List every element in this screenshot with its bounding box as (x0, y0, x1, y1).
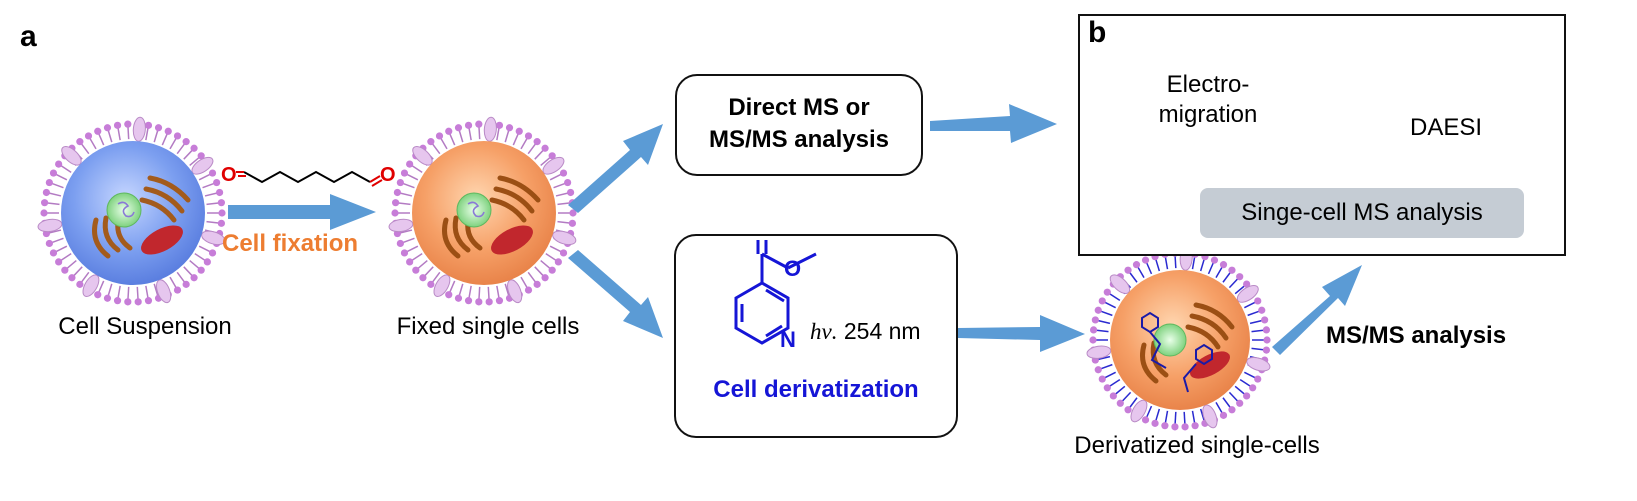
golgi-icon (489, 175, 541, 223)
oxygen-label: O (221, 164, 237, 186)
arrow-msms-up (1272, 265, 1362, 355)
mitochondrion-icon (141, 225, 183, 255)
direct-ms-line2: MS/MS analysis (708, 126, 890, 153)
tag-molecule-icon (1141, 311, 1213, 393)
electromigration-label: Electro- migration (1140, 70, 1276, 130)
oxygen-label: O (380, 164, 396, 186)
nitrogen-label: N (780, 327, 796, 352)
derivatization-box (674, 234, 958, 438)
cell-fixation-label: Cell fixation (222, 230, 359, 257)
glutaraldehyde-structure: O O (221, 164, 396, 187)
arrow-to-direct-ms (568, 124, 663, 213)
golgi-icon (139, 175, 191, 223)
arrow-fixation (228, 194, 376, 230)
acetylpyridine-structure (734, 240, 817, 345)
daesi-label: DAESI (1410, 114, 1483, 141)
panel-a-label: a (20, 20, 37, 53)
membrane-lipids (1086, 245, 1271, 431)
cell-derivatization-label: Cell derivatization (713, 376, 919, 403)
membrane-lipids (388, 116, 577, 306)
arrow-to-derivatized-cell (958, 315, 1085, 352)
msms-analysis-label: MS/MS analysis (1326, 322, 1507, 349)
single-cell-ms-label: Singe-cell MS analysis (1200, 188, 1524, 238)
membrane-lipids (37, 116, 226, 306)
wavelength-value: 254 nm (843, 318, 921, 344)
irradiation-label: hν. 254 nm (810, 318, 921, 345)
arrow-to-derivatization (568, 250, 663, 338)
electromigration-line2: migration (1158, 101, 1258, 128)
panel-b-label: b (1088, 16, 1107, 49)
cell-suspension-illustration (37, 116, 226, 306)
oxygen-label: O (784, 256, 801, 281)
mitochondrion-icon (1190, 351, 1230, 379)
fixed-cells-caption: Fixed single cells (396, 313, 580, 340)
derivatized-cell-illustration (1086, 245, 1271, 431)
fixed-cell-illustration (388, 116, 577, 306)
cell-suspension-caption: Cell Suspension (58, 313, 232, 340)
direct-ms-box: Direct MS or MS/MS analysis (675, 74, 923, 176)
direct-ms-line1: Direct MS or (728, 94, 870, 121)
golgi-icon (1185, 302, 1235, 350)
nucleus-icon (1153, 323, 1187, 357)
dna-icon (467, 201, 485, 218)
mitochondrion-icon (491, 225, 533, 255)
dna-icon (117, 201, 135, 218)
arrow-to-panel-b (930, 104, 1057, 143)
derivatized-cells-caption: Derivatized single-cells (1074, 432, 1320, 459)
electromigration-line1: Electro- (1166, 71, 1250, 98)
hv-symbol: hν. (810, 319, 838, 344)
